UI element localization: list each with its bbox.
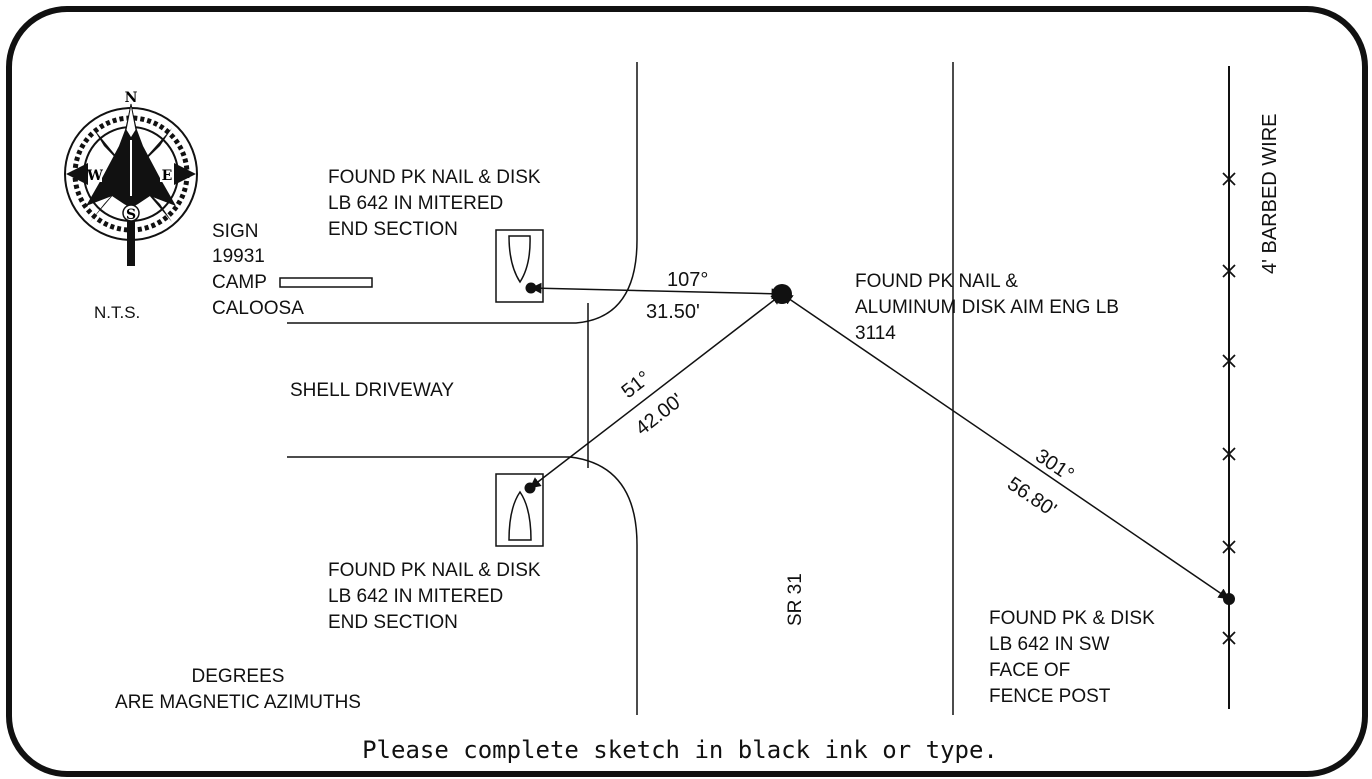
footer-instruction: Please complete sketch in black ink or t… (362, 736, 998, 764)
north-arrow-compass-icon: N W E S (64, 90, 198, 266)
upper-pk-nail-point (525, 282, 537, 294)
lower-mitered-end-section (495, 473, 544, 547)
fence-post-point (1223, 593, 1235, 605)
sign-label: SIGN 19931 CAMP CALOOSA (212, 221, 304, 319)
svg-text:END SECTION: END SECTION (328, 219, 458, 240)
svg-text:LB 642 IN SW: LB 642 IN SW (989, 634, 1109, 655)
svg-text:3114: 3114 (855, 323, 896, 344)
svg-text:FOUND PK & DISK: FOUND PK & DISK (989, 608, 1155, 629)
fence-label: 4' BARBED WIRE (1259, 113, 1281, 274)
tie-line-fence (781, 293, 1230, 600)
sketch-border (6, 6, 1368, 777)
svg-text:LB 642 IN MITERED: LB 642 IN MITERED (328, 193, 503, 214)
fence-tie-distance: 56.80' (1003, 473, 1060, 521)
barbed-wire-fence (1222, 66, 1236, 709)
svg-text:LB 642 IN MITERED: LB 642 IN MITERED (328, 586, 503, 607)
lower-tie-distance: 42.00' (632, 389, 688, 440)
center-pk-nail-point (772, 284, 792, 304)
sign-line-1: SIGN (212, 221, 258, 242)
tie-line-upper (530, 282, 783, 300)
sign-line-3: CAMP (212, 272, 267, 293)
driveway-label: SHELL DRIVEWAY (290, 380, 454, 401)
sign-line-4: CALOOSA (212, 298, 304, 319)
lower-mitered-description: FOUND PK NAIL & DISK LB 642 IN MITERED E… (328, 560, 541, 633)
compass-west-label: W (86, 168, 103, 184)
scale-note: N.T.S. (94, 303, 140, 322)
svg-text:FOUND PK NAIL & DISK: FOUND PK NAIL & DISK (328, 167, 541, 188)
upper-mitered-end-section (495, 229, 544, 303)
tie-line-lower (529, 293, 783, 489)
note-line-2: ARE MAGNETIC AZIMUTHS (115, 692, 361, 713)
lower-tie-azimuth: 51° (618, 367, 655, 403)
svg-text:FACE OF: FACE OF (989, 660, 1070, 681)
compass-east-label: E (162, 168, 173, 184)
note-line-1: DEGREES (192, 666, 285, 687)
svg-text:FOUND PK NAIL & DISK: FOUND PK NAIL & DISK (328, 560, 541, 581)
center-point-description: FOUND PK NAIL & ALUMINUM DISK AIM ENG LB… (855, 271, 1119, 344)
road-label: SR 31 (785, 573, 806, 626)
upper-tie-distance: 31.50' (646, 301, 700, 323)
compass-south-label: S (126, 207, 136, 223)
svg-text:ALUMINUM DISK AIM ENG LB: ALUMINUM DISK AIM ENG LB (855, 297, 1119, 318)
upper-mitered-description: FOUND PK NAIL & DISK LB 642 IN MITERED E… (328, 167, 541, 240)
fence-post-description: FOUND PK & DISK LB 642 IN SW FACE OF FEN… (989, 608, 1155, 707)
sign-line-2: 19931 (212, 246, 265, 267)
lower-pk-nail-point (524, 482, 536, 494)
svg-text:FOUND PK NAIL &: FOUND PK NAIL & (855, 271, 1018, 292)
sign-symbol (279, 277, 373, 288)
upper-tie-azimuth: 107° (667, 269, 708, 291)
svg-text:FENCE POST: FENCE POST (989, 686, 1111, 707)
compass-north-label: N (125, 90, 138, 106)
svg-text:END SECTION: END SECTION (328, 612, 458, 633)
